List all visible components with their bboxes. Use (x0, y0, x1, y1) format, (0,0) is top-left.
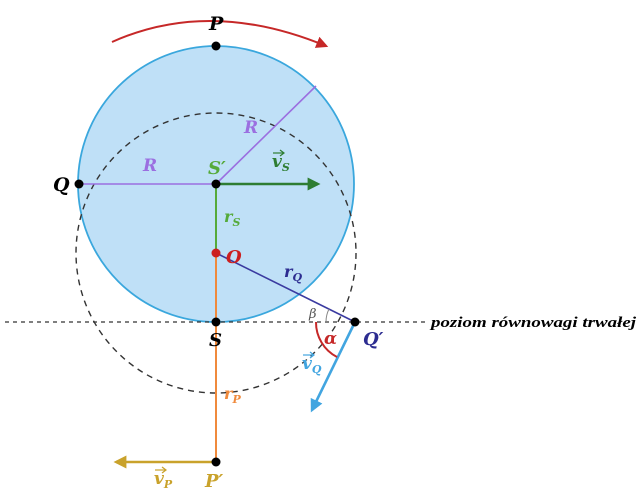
point-s-prime (211, 179, 221, 189)
beta-arc (325, 308, 330, 323)
label-s-prime: S′ (208, 158, 226, 179)
trajectory-dashed-circle (75, 112, 357, 394)
label-beta: β (308, 307, 317, 322)
label-r-horizontal: R (142, 156, 157, 176)
label-r-p: rP (224, 384, 241, 406)
v-q-arrow (310, 321, 357, 413)
label-alpha: α (324, 329, 337, 349)
radius-line-diagonal (215, 85, 317, 185)
label-v-p: vP (154, 466, 173, 491)
point-p-prime (211, 457, 221, 467)
r-q-segment (215, 252, 356, 323)
point-q (74, 179, 84, 189)
svg-text:vS: vS (272, 152, 290, 174)
svg-text:vQ: vQ (302, 354, 322, 376)
alpha-arc (314, 321, 338, 358)
point-q-prime (350, 317, 360, 327)
svg-text:vP: vP (154, 469, 173, 491)
label-o: O (226, 247, 242, 268)
label-r-q: rQ (284, 262, 302, 284)
equilibrium-caption: poziom równowagi trwałej (428, 315, 637, 331)
label-q-prime: Q′ (363, 329, 384, 350)
rotation-arrow (111, 20, 329, 48)
label-r-s: rS (224, 207, 240, 229)
label-r-diagonal: R (243, 118, 258, 138)
label-v-s: vS (272, 149, 290, 174)
label-p-prime: P′ (204, 471, 224, 492)
label-v-q: vQ (302, 351, 322, 376)
label-q: Q (53, 174, 70, 196)
label-p: P (208, 13, 224, 35)
point-o (211, 248, 221, 258)
label-s: S (209, 330, 222, 351)
point-s (211, 317, 221, 327)
point-p (211, 41, 221, 51)
